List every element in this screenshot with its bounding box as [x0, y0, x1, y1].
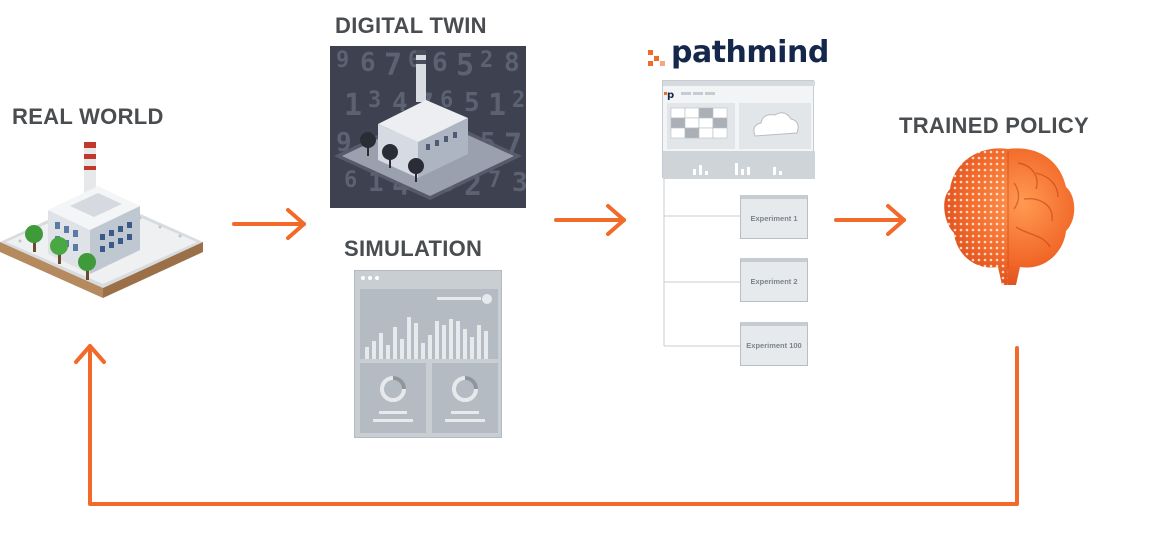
pathmind-wordmark: pathmind	[671, 35, 829, 70]
experiment-connector-lines	[663, 178, 740, 347]
digital-twin-digit: 7	[384, 48, 403, 83]
pathmind-logo-icon	[647, 48, 669, 68]
digital-twin-digit: 5	[456, 48, 475, 83]
digital-twin-digit: 5	[464, 88, 480, 118]
digital-twin-digit: 2	[512, 88, 526, 113]
experiment-box-1: Experiment 1	[740, 195, 808, 239]
pathmind-app-preview: p	[662, 80, 815, 179]
digital-twin-digit: 3	[368, 88, 382, 113]
simulation-label: SIMULATION	[344, 236, 483, 261]
digital-twin-digit: 3	[512, 168, 526, 198]
real-world-factory-illustration	[0, 138, 205, 313]
digital-twin-digit: 6	[432, 48, 448, 78]
digital-twin-digit: 1	[344, 88, 363, 123]
experiment-box-100: Experiment 100	[740, 322, 808, 366]
digital-twin-digit: 1	[488, 88, 507, 123]
svg-text:p: p	[667, 90, 674, 101]
simulation-dashboard-illustration	[354, 270, 502, 438]
trained-policy-label: TRAINED POLICY	[899, 113, 1089, 138]
digital-twin-digit: 9	[336, 48, 350, 73]
digital-twin-label: DIGITAL TWIN	[335, 13, 487, 38]
real-world-label: REAL WORLD	[12, 104, 164, 129]
digital-twin-digit: 7	[488, 168, 502, 193]
digital-twin-illustration: 96706528134765129803415761480273	[330, 46, 526, 208]
digital-twin-digit: 4	[392, 88, 408, 118]
digital-twin-digit: 8	[504, 48, 520, 78]
digital-twin-digit: 6	[344, 168, 358, 193]
digital-twin-digit: 6	[360, 48, 376, 78]
digital-twin-digit: 2	[480, 48, 494, 73]
digital-twin-digit: 6	[440, 88, 454, 113]
experiment-box-2: Experiment 2	[740, 258, 808, 302]
brain-icon	[940, 143, 1078, 288]
